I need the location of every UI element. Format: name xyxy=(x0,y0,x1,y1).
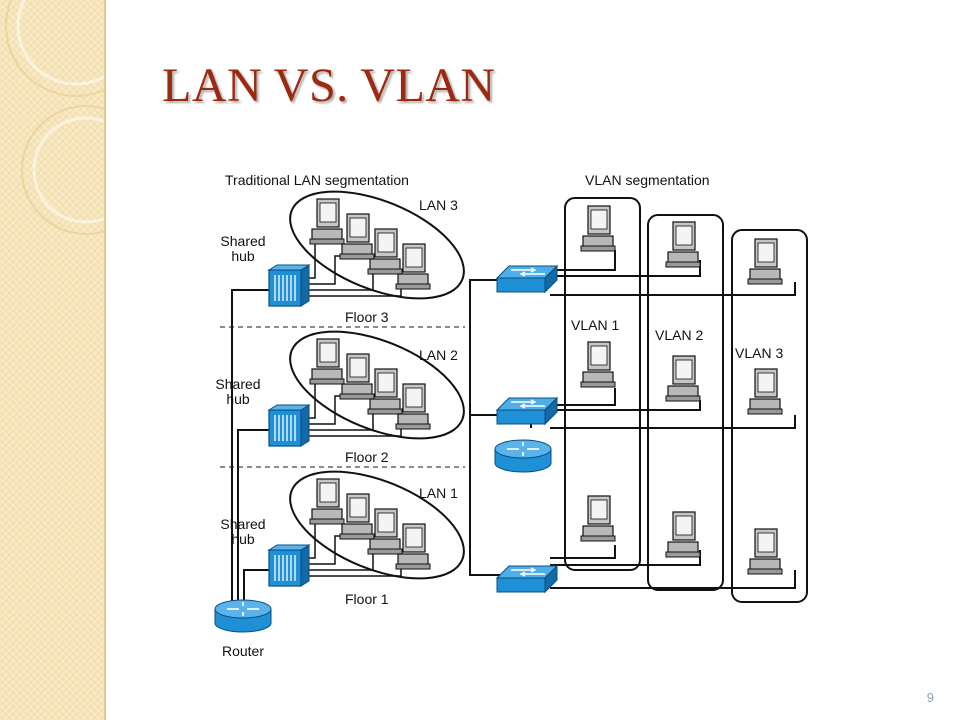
lan-vlan-diagram: Traditional LAN segmentation VLAN segmen… xyxy=(214,172,808,659)
vlan-3-computers xyxy=(747,238,783,575)
computer-icon xyxy=(367,228,403,275)
computer-icon xyxy=(747,368,783,415)
computer-icon xyxy=(367,368,403,415)
lan-groupings xyxy=(289,190,465,580)
hub-label: hub xyxy=(226,391,250,407)
computer-icon xyxy=(339,493,375,540)
vlan-router-icon xyxy=(494,439,552,473)
lan-label: LAN 3 xyxy=(419,197,458,213)
floor-label: Floor 1 xyxy=(345,591,389,607)
slide-title: LAN VS. VLAN xyxy=(162,59,496,112)
computer-icon xyxy=(665,221,701,268)
router-uplinks xyxy=(231,289,277,605)
router-label: Router xyxy=(222,643,264,659)
decorative-sidebar xyxy=(0,0,106,720)
floor-label: Floor 3 xyxy=(345,309,389,325)
decorative-rings xyxy=(5,0,104,235)
floor-separators xyxy=(220,326,465,468)
hub-label: hub xyxy=(231,248,255,264)
hub-label: Shared xyxy=(220,516,265,532)
computer-icon xyxy=(339,353,375,400)
vlan-label: VLAN 2 xyxy=(655,327,703,343)
computer-icon xyxy=(580,205,616,252)
computer-icon xyxy=(665,355,701,402)
hub-label: Shared xyxy=(220,233,265,249)
computer-icon xyxy=(367,508,403,555)
vlan-1-computers xyxy=(580,205,616,542)
lan-label: LAN 2 xyxy=(419,347,458,363)
shared-hub-icon xyxy=(268,264,310,307)
vlan-label: VLAN 1 xyxy=(571,317,619,333)
vlan-groupings xyxy=(564,197,808,603)
shared-hub-icon xyxy=(268,544,310,587)
switch-icon xyxy=(496,265,558,293)
page-number: 9 xyxy=(926,690,934,705)
computer-icon xyxy=(309,478,345,525)
switch-icon xyxy=(496,565,558,593)
computer-icon xyxy=(309,198,345,245)
vlan-heading: VLAN segmentation xyxy=(585,172,710,188)
computer-icon xyxy=(309,338,345,385)
lan-label: LAN 1 xyxy=(419,485,458,501)
computer-icon xyxy=(580,341,616,388)
floor-label: Floor 2 xyxy=(345,449,389,465)
computer-icon xyxy=(395,383,431,430)
computer-icon xyxy=(580,495,616,542)
vlan-2-computers xyxy=(665,221,701,558)
traditional-lan-heading: Traditional LAN segmentation xyxy=(225,172,409,188)
computer-icon xyxy=(395,523,431,570)
shared-hub-icon xyxy=(268,404,310,447)
computer-icon xyxy=(339,213,375,260)
computer-icon xyxy=(747,528,783,575)
computer-icon xyxy=(395,243,431,290)
switch-icon xyxy=(496,397,558,425)
hub-label: Shared xyxy=(215,376,260,392)
hub-label: hub xyxy=(231,531,255,547)
router-icon xyxy=(214,599,272,633)
computer-icon xyxy=(747,238,783,285)
computer-icon xyxy=(665,511,701,558)
vlan-label: VLAN 3 xyxy=(735,345,783,361)
